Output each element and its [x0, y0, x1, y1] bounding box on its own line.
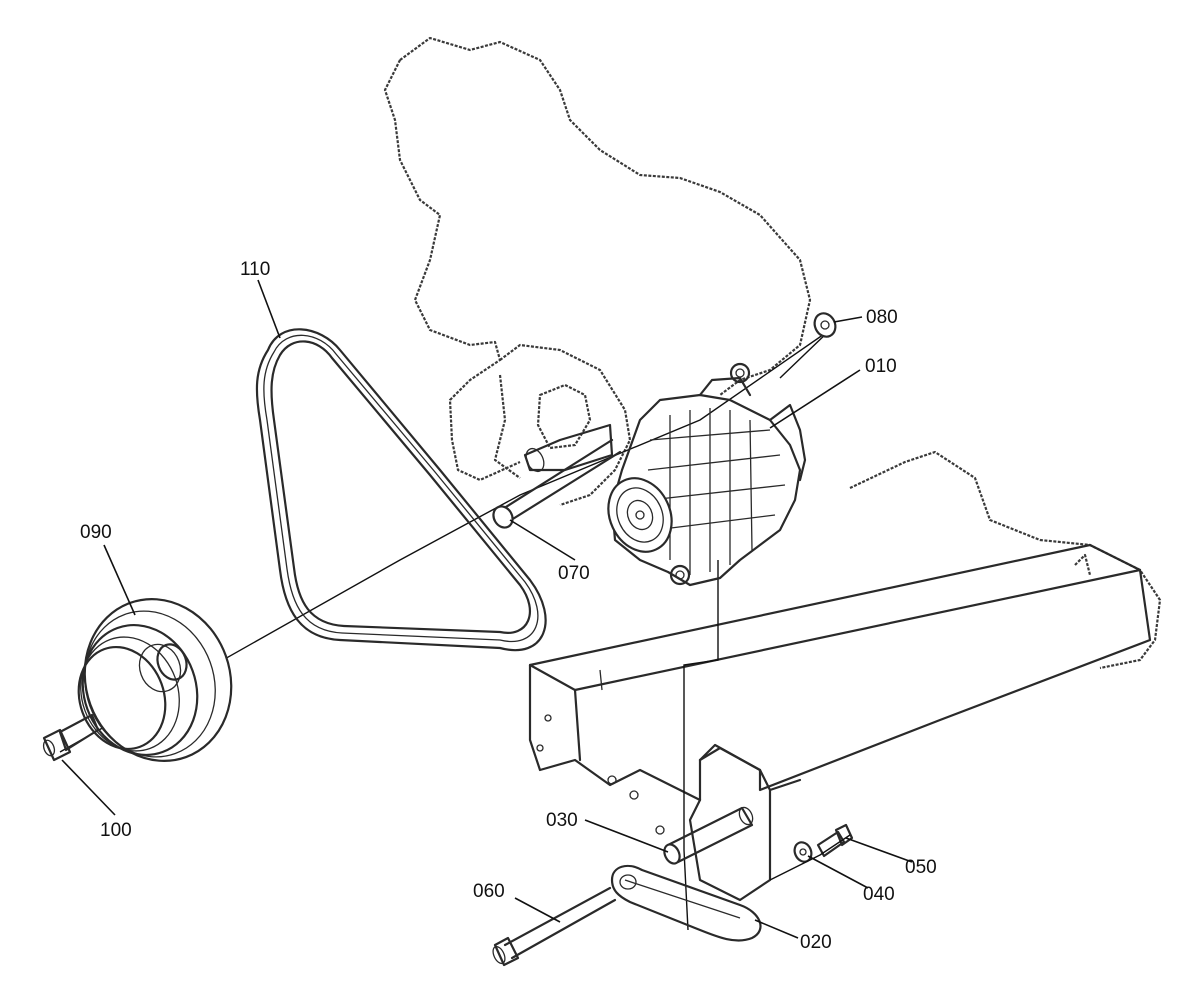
leader-090 [103, 544, 136, 616]
callout-070: 070 [558, 563, 590, 584]
callout-040: 040 [863, 884, 895, 905]
nut-080 [813, 312, 837, 338]
callout-050: 050 [905, 857, 937, 878]
leader-020 [754, 919, 799, 939]
crank-pulley-090 [77, 598, 233, 762]
mounting-bracket [528, 543, 1152, 902]
oil-pan-outline [849, 450, 1162, 670]
leader-110 [257, 279, 281, 339]
alternator [607, 362, 807, 587]
callout-060: 060 [473, 881, 505, 902]
centerline-vertical [683, 560, 719, 931]
engine-block-outline [383, 36, 812, 507]
leader-050 [845, 837, 913, 863]
centerline-fastener-axis [769, 834, 851, 881]
bolt-060 [492, 886, 617, 967]
washer-040 [793, 841, 813, 863]
leader-030 [584, 819, 669, 853]
leader-010 [769, 369, 861, 429]
callout-030: 030 [546, 810, 578, 831]
leader-lines [61, 279, 913, 939]
callout-010: 010 [865, 356, 897, 377]
leader-040 [807, 855, 869, 889]
leader-100 [61, 759, 116, 816]
pin-030 [663, 806, 754, 865]
callout-020: 020 [800, 932, 832, 953]
bolt-050 [816, 823, 854, 858]
v-belt-110 [255, 328, 547, 652]
callout-090: 090 [80, 522, 112, 543]
bolt-070 [492, 423, 622, 529]
callout-110: 110 [240, 259, 270, 280]
adjusting-link-020 [610, 864, 762, 942]
leader-070 [509, 519, 576, 561]
bolt-100 [42, 713, 100, 762]
leader-080 [833, 316, 863, 323]
leader-060 [514, 897, 561, 923]
callout-080: 080 [866, 307, 898, 328]
callout-100: 100 [100, 820, 132, 841]
centerline-main-axis [59, 329, 831, 753]
callout-labels: 010 020 030 040 050 060 070 080 090 100 … [80, 259, 937, 953]
